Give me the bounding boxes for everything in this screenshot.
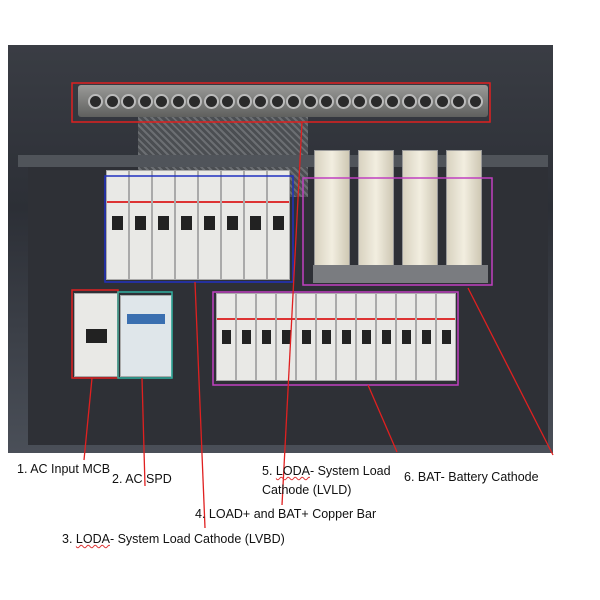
mcb-box — [71, 289, 119, 379]
breaker — [376, 293, 396, 381]
screw — [467, 94, 483, 109]
fuse-base — [313, 265, 488, 283]
leader-3 — [194, 281, 206, 529]
breaker — [129, 170, 152, 280]
label-copper-bar: 4. LOAD+ and BAT+ Copper Bar — [195, 507, 377, 521]
screw — [220, 94, 235, 109]
breaker — [436, 293, 456, 381]
screw — [104, 94, 120, 109]
label-lvbd: 3. LODA- System Load Cathode (LVBD) — [62, 530, 285, 549]
breaker — [396, 293, 416, 381]
leader-6 — [467, 287, 554, 456]
screw — [302, 94, 318, 109]
screw — [319, 94, 334, 109]
label-lvbd-rest: - System Load Cathode (LVBD) — [109, 532, 285, 546]
copper-bar-box — [71, 82, 491, 123]
cabinet-photo — [8, 45, 553, 453]
screw — [401, 94, 417, 109]
screw — [352, 94, 367, 109]
breaker — [356, 293, 376, 381]
label-lvld-num: 5. — [262, 464, 276, 478]
screw — [418, 94, 433, 109]
leader-2 — [141, 377, 146, 487]
breaker — [296, 293, 316, 381]
screw — [286, 94, 301, 109]
label-lvld-loda: LODA — [275, 464, 310, 478]
breaker — [198, 170, 221, 280]
breaker — [336, 293, 356, 381]
screw — [187, 94, 202, 109]
breaker — [276, 293, 296, 381]
breaker — [236, 293, 256, 381]
breaker — [267, 170, 290, 280]
screw — [269, 94, 285, 109]
breaker — [316, 293, 336, 381]
screw — [451, 94, 466, 109]
fuse — [402, 150, 438, 267]
screw — [385, 94, 400, 109]
screw — [253, 94, 268, 109]
lvld-box — [212, 291, 459, 386]
lvbd-box — [104, 175, 294, 283]
fuse — [446, 150, 482, 267]
lvbd-breakers — [106, 170, 291, 280]
screw — [121, 94, 136, 109]
screw — [203, 94, 219, 109]
breaker — [106, 170, 129, 280]
breaker — [216, 293, 236, 381]
label-lvbd-num: 3. — [62, 532, 76, 546]
fuse — [314, 150, 350, 267]
screw — [88, 94, 103, 109]
leader-lines — [83, 121, 554, 529]
breaker — [152, 170, 175, 280]
label-ac-input-mcb: 1. AC Input MCB — [17, 462, 111, 476]
fuse-box — [302, 177, 493, 286]
leader-1 — [83, 377, 93, 461]
leader-5 — [367, 384, 398, 453]
copper-bar — [78, 85, 488, 117]
breaker — [256, 293, 276, 381]
screw — [154, 94, 169, 109]
spd-box — [117, 291, 173, 379]
label-ac-spd: 2. AC SPD — [112, 472, 172, 486]
screw — [335, 94, 351, 109]
breaker — [175, 170, 198, 280]
leader-4 — [281, 121, 303, 506]
label-battery-cathode: 6. BAT- Battery Cathode — [404, 470, 539, 484]
label-lvld-line2: Cathode (LVLD) — [262, 483, 352, 497]
label-lvbd-loda: LODA — [75, 532, 110, 546]
breaker — [416, 293, 436, 381]
screw — [170, 94, 186, 109]
screw — [236, 94, 252, 109]
breaker — [244, 170, 267, 280]
screw — [434, 94, 450, 109]
screw — [137, 94, 153, 109]
screw — [368, 94, 384, 109]
breaker — [221, 170, 244, 280]
label-lvld-rest: - System Load — [309, 464, 391, 478]
lvld-breakers — [216, 293, 456, 381]
